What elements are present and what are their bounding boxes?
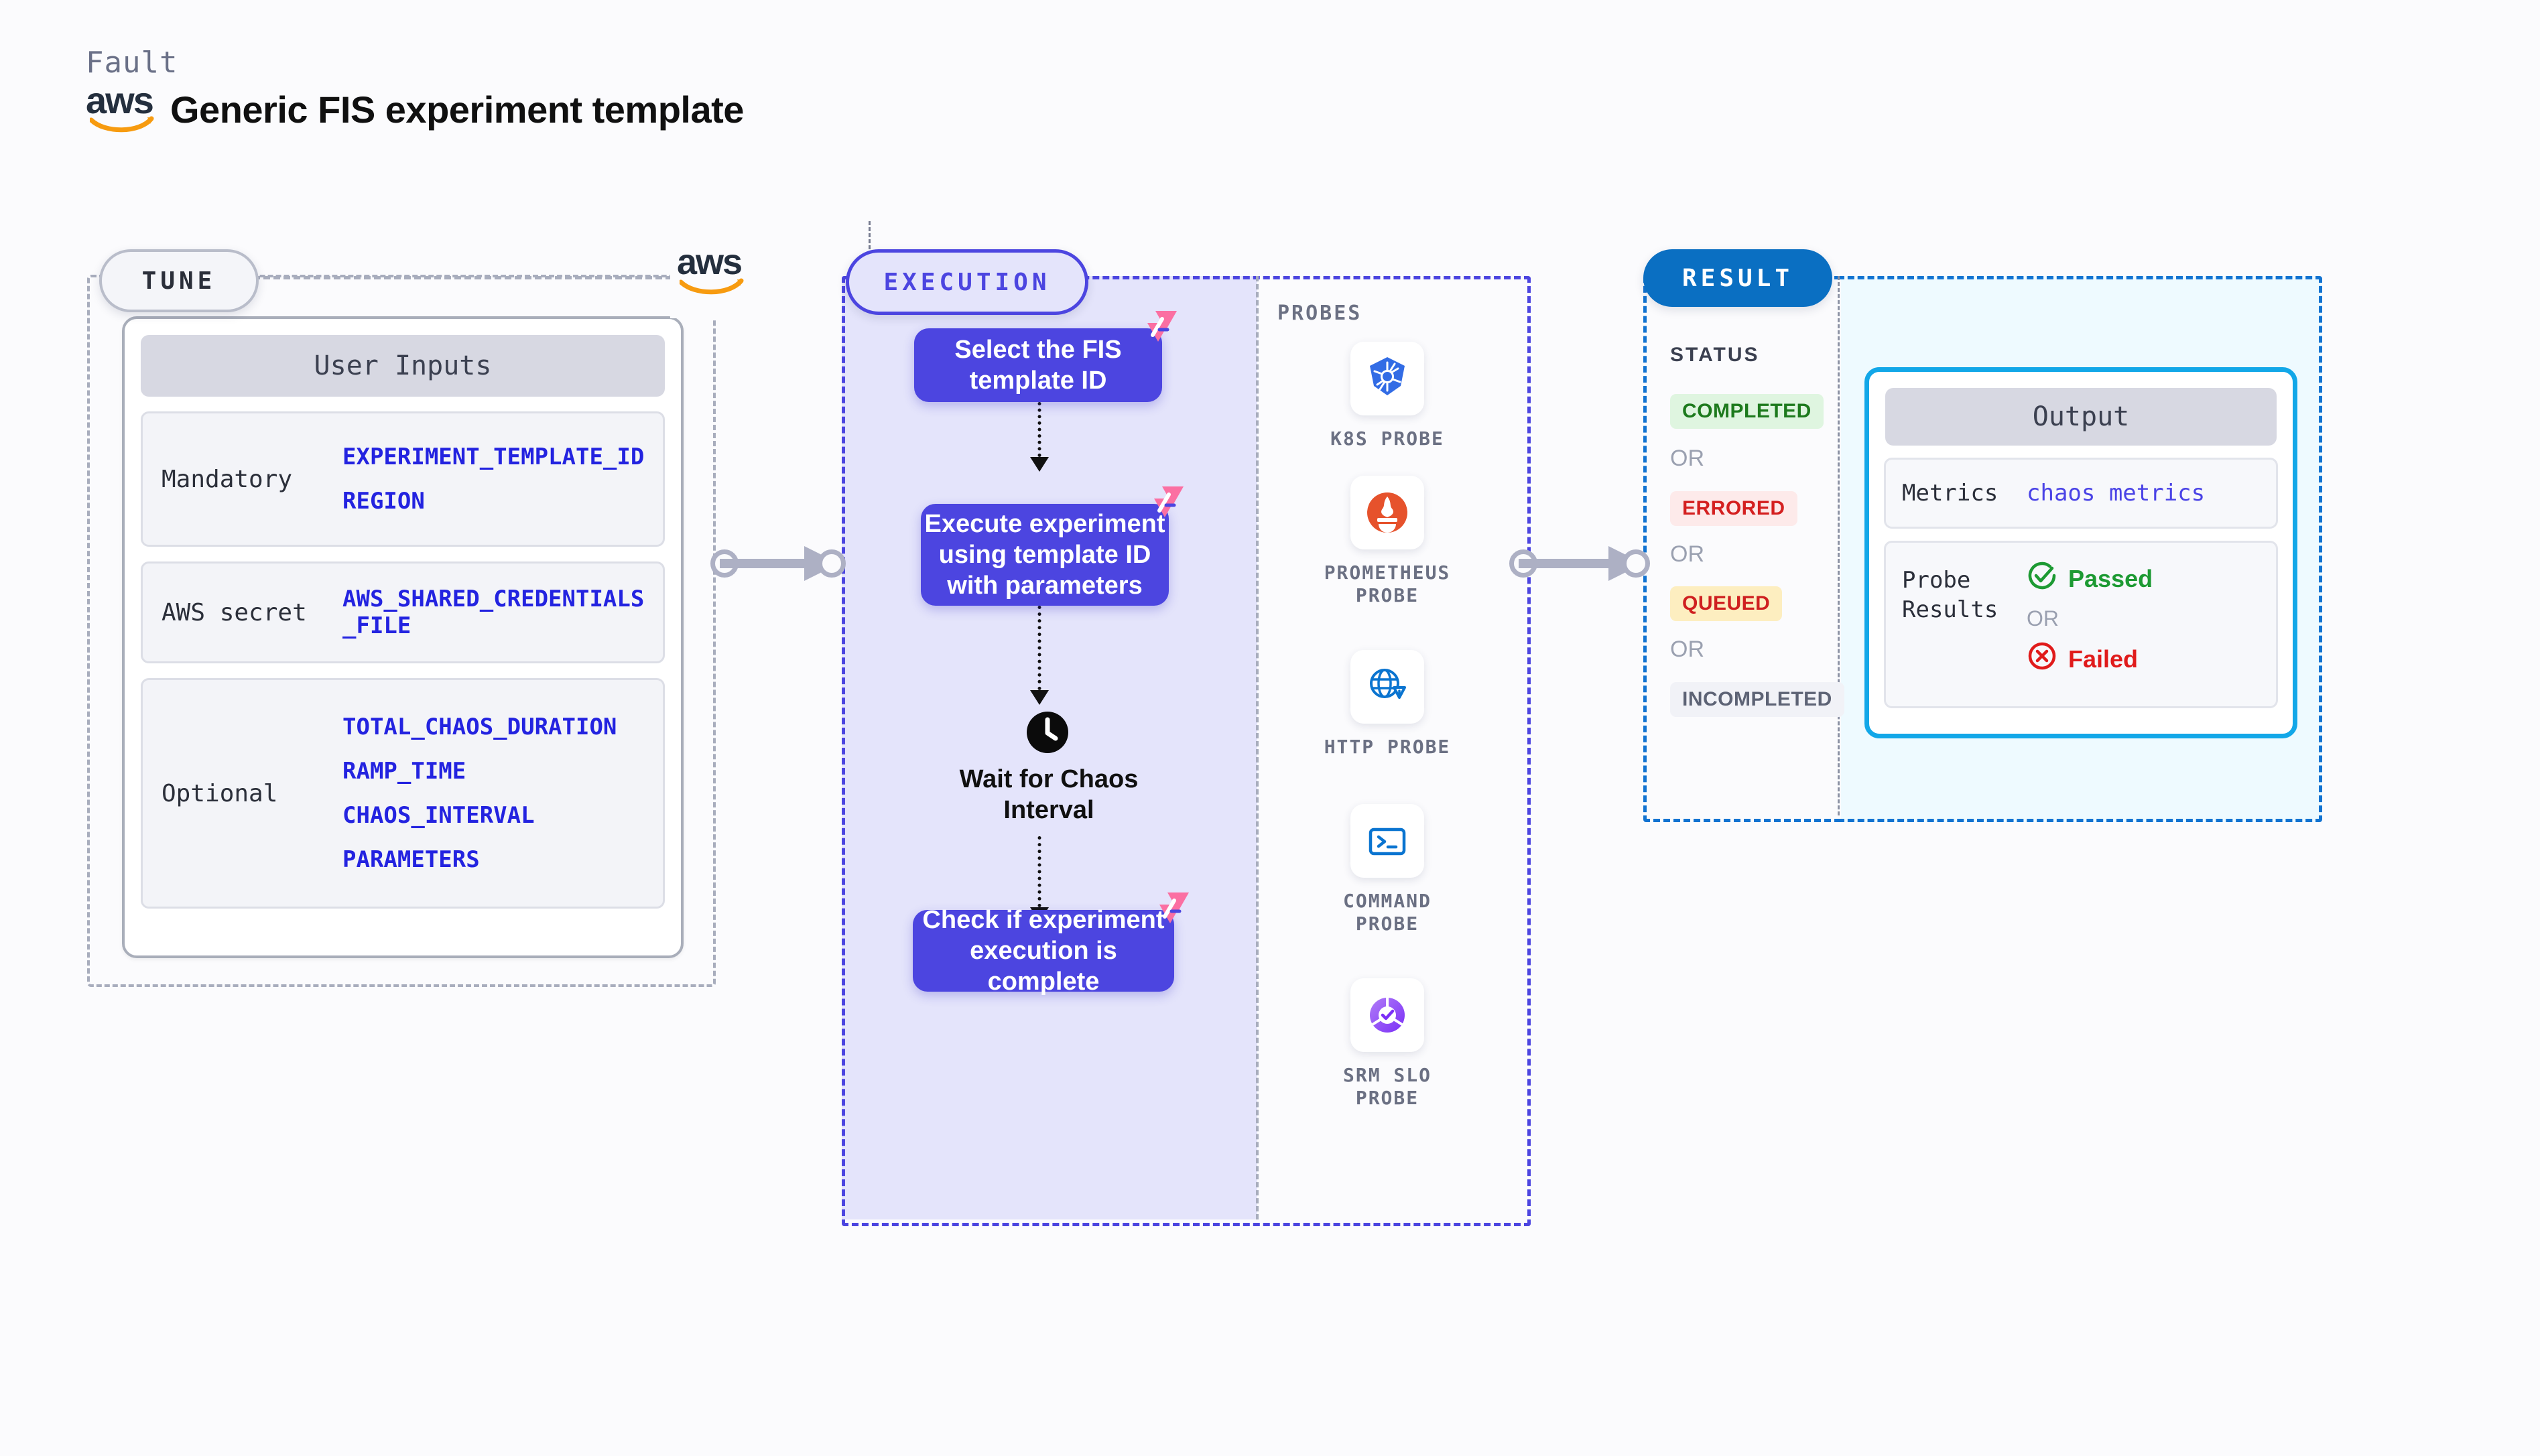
x-circle-icon (2027, 641, 2057, 677)
probes-divider (1256, 276, 1259, 1219)
aws-badge-logo: aws (670, 238, 757, 318)
aws-smile-icon (90, 116, 154, 133)
input-value: AWS_SHARED_CREDENTIALS _FILE (342, 586, 645, 639)
aws-logo: aws (86, 79, 161, 133)
probe-item-prometheus[interactable]: PROMETHEUS PROBE (1300, 476, 1474, 607)
output-row-label: Metrics (1902, 480, 1998, 507)
harness-corner-badge-icon (1145, 891, 1192, 933)
user-inputs-card: User Inputs Mandatory EXPERIMENT_TEMPLAT… (122, 316, 684, 958)
output-row-metrics: Metrics chaos metrics (1884, 458, 2278, 529)
status-badge-incompleted: INCOMPLETED (1670, 682, 1844, 717)
probe-label: COMMAND PROBE (1342, 890, 1432, 935)
flow-arrow-2 (1030, 606, 1049, 706)
or-separator: OR (2027, 606, 2059, 631)
input-value: RAMP_TIME (342, 758, 466, 785)
probe-label: PROMETHEUS PROBE (1324, 561, 1451, 606)
flow-step-select-template[interactable]: Select the FIS template ID (914, 311, 1177, 402)
page-header: Fault aws Generic FIS experiment templat… (86, 46, 744, 133)
or-separator: OR (1670, 541, 1704, 567)
output-card-title: Output (1885, 388, 2277, 446)
input-row-label: AWS secret (162, 598, 307, 626)
aws-wordmark: aws (86, 79, 154, 121)
connector-end-dot (818, 549, 846, 578)
eyebrow-label: Fault (86, 46, 178, 80)
status-badge-errored: ERRORED (1670, 491, 1797, 526)
probe-label: HTTP PROBE (1324, 736, 1451, 758)
harness-corner-badge-icon (1139, 485, 1186, 527)
harness-corner-badge-icon (1133, 310, 1180, 351)
verdict-failed: Failed (2027, 641, 2273, 677)
connector-line (720, 559, 814, 568)
probe-item-command[interactable]: COMMAND PROBE (1300, 804, 1474, 935)
result-status-panel (1643, 276, 1841, 822)
or-separator: OR (1670, 446, 1704, 471)
connector-execution-to-result (1509, 546, 1650, 581)
tune-dashed-connector (253, 276, 682, 279)
probes-section-title: PROBES (1277, 302, 1362, 325)
user-inputs-title: User Inputs (141, 335, 665, 397)
execution-tick-mark (869, 221, 871, 249)
flow-step-label: Check if experiment execution is complet… (922, 906, 1165, 996)
output-row-label: Probe Results (1902, 567, 1998, 623)
aws-badge-smile-icon (678, 277, 744, 297)
flow-step-execute-experiment[interactable]: Execute experiment using template ID wit… (921, 486, 1184, 606)
input-row-label: Optional (162, 779, 278, 807)
input-value: TOTAL_CHAOS_DURATION (342, 714, 617, 740)
input-row-label: Mandatory (162, 465, 293, 493)
execution-panel (842, 276, 1531, 1226)
input-value: EXPERIMENT_TEMPLATE_ID (342, 444, 645, 470)
srm-slo-donut-icon (1350, 978, 1424, 1052)
clock-icon (1025, 710, 1070, 754)
or-separator: OR (1670, 637, 1704, 662)
verdict-label: Passed (2068, 564, 2153, 592)
tune-stage-pill[interactable]: TUNE (99, 249, 259, 312)
probe-label: K8S PROBE (1330, 427, 1444, 450)
result-inner-divider (1838, 276, 1840, 815)
status-badge-queued: QUEUED (1670, 586, 1783, 621)
probe-item-http[interactable]: HTTP PROBE (1300, 650, 1474, 758)
output-metrics-value: chaos metrics (2027, 480, 2206, 507)
result-stage-pill[interactable]: RESULT (1643, 249, 1832, 307)
input-row-aws-secret: AWS secret AWS_SHARED_CREDENTIALS _FILE (141, 561, 665, 663)
verdict-passed: Passed (2027, 560, 2273, 597)
input-value: CHAOS_INTERVAL (342, 802, 535, 829)
flow-step-label: Execute experiment using template ID wit… (924, 510, 1165, 600)
output-row-probe-results: Probe Results Passed OR (1884, 541, 2278, 708)
input-row-optional: Optional TOTAL_CHAOS_DURATION RAMP_TIME … (141, 678, 665, 909)
page-title: Generic FIS experiment template (170, 88, 744, 131)
connector-end-dot (1622, 549, 1650, 578)
terminal-icon (1350, 804, 1424, 878)
http-globe-warning-icon (1350, 650, 1424, 724)
wait-for-chaos-interval-label: Wait for Chaos Interval (959, 765, 1139, 824)
probe-item-srm-slo[interactable]: SRM SLO PROBE (1300, 978, 1474, 1110)
input-value: REGION (342, 488, 425, 515)
flow-step-check-complete[interactable]: Check if experiment execution is complet… (913, 892, 1189, 996)
input-value: PARAMETERS (342, 846, 480, 873)
probe-item-k8s[interactable]: K8S PROBE (1300, 342, 1474, 450)
probe-label: SRM SLO PROBE (1342, 1064, 1432, 1109)
status-section-title: STATUS (1670, 344, 1760, 366)
status-badge-completed: COMPLETED (1670, 394, 1824, 429)
execution-stage-pill[interactable]: EXECUTION (846, 249, 1088, 315)
input-row-mandatory: Mandatory EXPERIMENT_TEMPLATE_ID REGION (141, 411, 665, 547)
flow-arrow-1 (1030, 402, 1049, 472)
connector-line (1519, 559, 1618, 568)
output-card: Output Metrics chaos metrics Probe Resul… (1864, 367, 2297, 738)
prometheus-icon (1350, 476, 1424, 549)
connector-tune-to-execution (710, 546, 846, 581)
verdict-label: Failed (2068, 645, 2139, 673)
aws-badge-wordmark: aws (677, 242, 743, 282)
check-circle-icon (2027, 560, 2057, 597)
flow-step-label: Select the FIS template ID (954, 336, 1122, 395)
kubernetes-icon (1350, 342, 1424, 415)
